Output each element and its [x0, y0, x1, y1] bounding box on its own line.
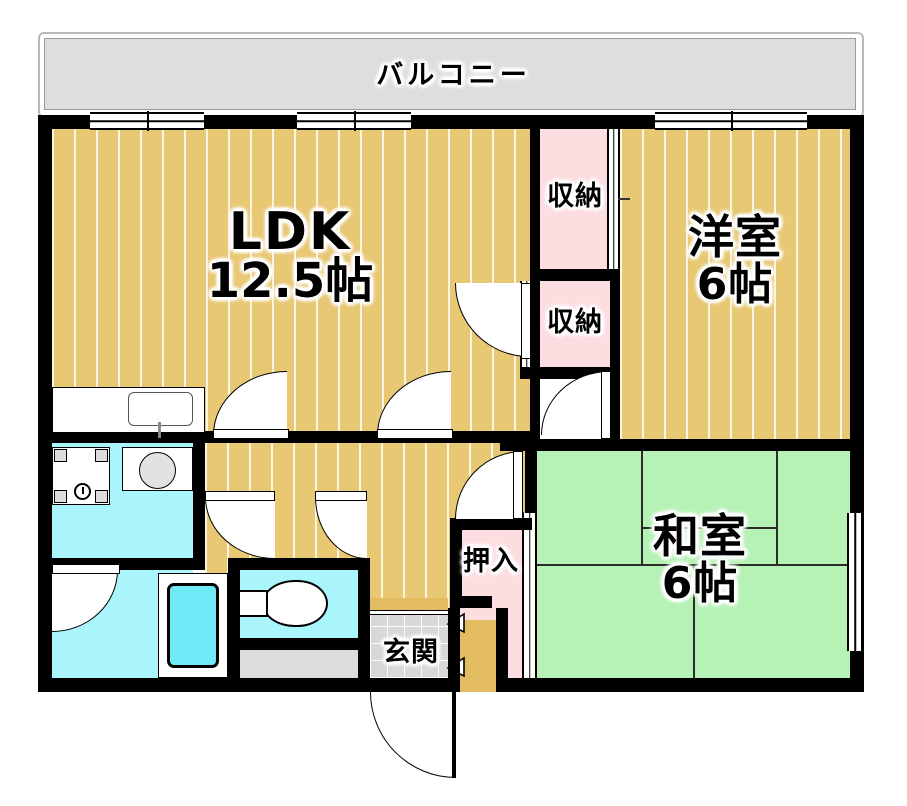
door-hall-to-ldk-leaf-1[interactable] [213, 429, 289, 439]
oshiire-wall-top [450, 518, 532, 530]
kitchen-sink [128, 392, 193, 426]
vanity-basin [139, 452, 176, 489]
washitsu-sliding-door[interactable] [522, 513, 537, 678]
partition-wall-toilet-left [228, 558, 240, 678]
tatami-seam-v3 [693, 564, 695, 678]
door-ldk-to-hall-leaf-1[interactable] [521, 283, 531, 359]
exterior-wall-left [38, 115, 52, 692]
door-washroom-leaf[interactable] [205, 491, 275, 501]
partition-wall-toilet-top [228, 558, 370, 570]
entrance-threshold-line [370, 610, 448, 615]
partition-wall-genkan-left [358, 558, 370, 678]
oshiire-wall-bottom-step [450, 596, 492, 608]
partition-wall-toilet-bottom [228, 638, 370, 650]
door-hall-to-ldk-leaf-2[interactable] [377, 429, 453, 439]
tatami-seam-v2 [776, 451, 778, 564]
shoe-box [240, 650, 370, 678]
partition-wall-genkan-right [448, 608, 460, 692]
wm-drain-icon [74, 483, 91, 500]
wm-foot-bl [54, 490, 67, 503]
window-mullion [354, 111, 356, 131]
entrance-hall-strip [370, 598, 448, 612]
partition-wall-step-right [496, 608, 508, 692]
balcony-area [44, 38, 856, 110]
window-ldk-right[interactable] [297, 111, 411, 131]
entrance-door-arc[interactable] [370, 692, 456, 778]
partition-wall-hall-bottom-left [193, 546, 205, 558]
entrance-genkan-area [370, 612, 448, 678]
wm-foot-br [95, 490, 108, 503]
oshiire-wall-left [450, 518, 462, 608]
window-mullion [147, 111, 149, 131]
storage-upper-handle-mark [618, 198, 630, 200]
bathtub [167, 583, 219, 668]
door-hall-to-yoshitsu-leaf[interactable] [601, 371, 611, 439]
storage-lower-wall-right [610, 281, 620, 379]
storage-upper-area [540, 129, 610, 269]
partition-wall-ldk-storage [530, 129, 540, 439]
window-washitsu-east[interactable] [847, 513, 863, 651]
storage-lower-area [540, 281, 610, 367]
door-bath-leaf[interactable] [52, 564, 120, 574]
exterior-wall-bottom-left [38, 678, 370, 692]
door-hall-lower-leaf[interactable] [315, 491, 367, 501]
kitchen-faucet [158, 422, 161, 438]
door-hall-to-washitsu-leaf[interactable] [513, 451, 523, 519]
toilet-tank [238, 590, 268, 617]
room-yoshitsu-floor [620, 129, 850, 439]
entrance-door-leaf[interactable] [452, 692, 456, 778]
window-ldk-left[interactable] [90, 111, 204, 131]
storage-upper-wall-bottom [530, 269, 620, 281]
partition-wall-storage-yoshitsu [610, 367, 620, 439]
wm-foot-tr [95, 449, 108, 462]
toilet-bowl [262, 580, 328, 627]
tatami-seam-h1 [641, 527, 777, 529]
window-yoshitsu[interactable] [655, 111, 807, 131]
wm-foot-tl [54, 449, 67, 462]
partition-wall-washroom-right [193, 443, 205, 558]
window-mullion [731, 111, 733, 131]
exterior-wall-bottom-right [370, 678, 864, 692]
door-hall-to-yoshitsu-arc[interactable] [541, 371, 609, 435]
washing-machine-pan [52, 447, 110, 505]
tatami-seam-v1 [641, 451, 643, 564]
partition-wall-washitsu-top [500, 439, 864, 451]
